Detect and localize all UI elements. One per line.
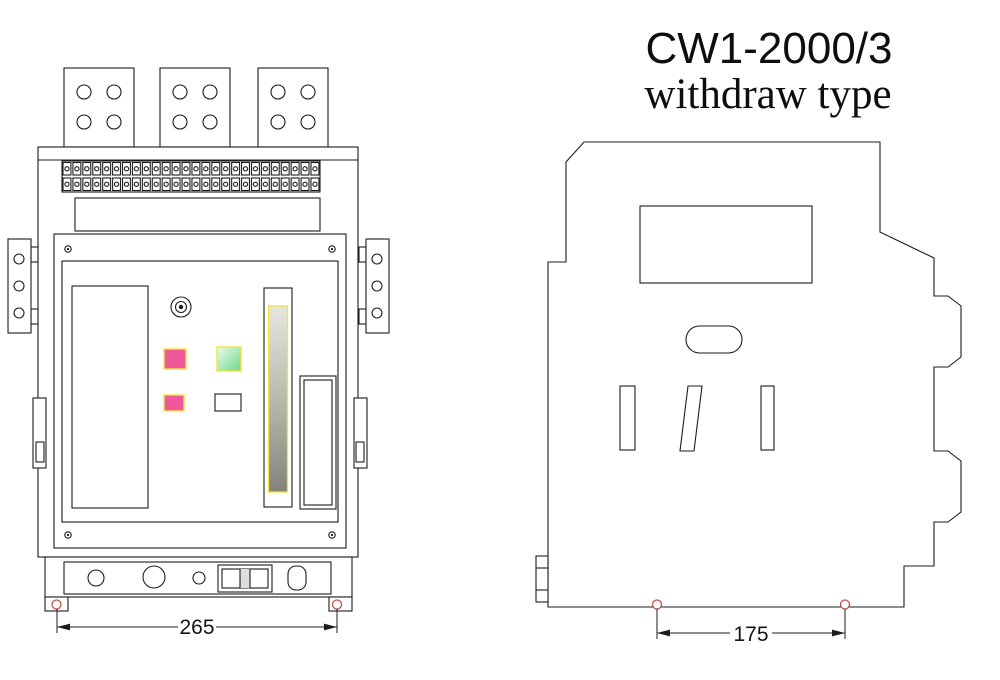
handle-slot: [685, 325, 743, 354]
screw: [328, 531, 336, 539]
cradle-hole: [87, 569, 105, 587]
terminal-block: [63, 67, 135, 148]
bracket-hole: [13, 253, 25, 265]
right-rail-notch: [355, 441, 365, 463]
side-width-label: 175: [733, 623, 768, 646]
knob-center: [178, 304, 184, 310]
dimension-point: [51, 599, 62, 610]
screw: [64, 531, 72, 539]
dimension-point: [331, 599, 343, 610]
main-terminals: [63, 67, 329, 148]
type-subtitle: withdraw type: [644, 71, 891, 118]
bracket-hole: [371, 307, 383, 319]
secondary-terminal-strip-border: [61, 160, 321, 193]
title-block: CW1-2000/3 withdraw type: [644, 24, 892, 118]
terminal-block: [257, 67, 329, 148]
terminal-hole: [300, 84, 316, 100]
cradle-outline: [44, 556, 353, 598]
dimension-265: 265: [56, 609, 338, 639]
side-outline: [547, 141, 962, 608]
handle-frame: [299, 375, 337, 510]
terminal-block: [159, 67, 231, 148]
handle-inner: [303, 379, 333, 506]
left-latch: [535, 555, 549, 603]
arrowhead-right: [324, 623, 337, 631]
bracket-hole: [371, 280, 383, 292]
pink-button-small: [163, 394, 185, 412]
left-rail-notch: [35, 441, 45, 463]
terminal-hole: [106, 114, 122, 130]
bracket-hole: [13, 307, 25, 319]
cradle: [44, 556, 353, 612]
front-width-label: 265: [179, 616, 214, 639]
corner-screws: [64, 245, 336, 539]
secondary-terminal-strip: [62, 161, 320, 192]
terminal-hole: [202, 84, 218, 100]
terminal-hole: [172, 114, 188, 130]
latch-body: [535, 555, 549, 603]
knob-inner: [174, 300, 188, 314]
terminal-hole: [300, 114, 316, 130]
bracket-hole: [13, 280, 25, 292]
pink-button: [163, 348, 187, 370]
screw: [64, 245, 72, 253]
side-view: 175: [535, 141, 962, 646]
terminal-hole: [202, 114, 218, 130]
arrowhead-left: [57, 623, 70, 631]
indicator-buttons: [163, 346, 242, 412]
screw-dot: [330, 533, 334, 537]
bracket-tab: [30, 308, 39, 325]
dimension-175: 175: [656, 609, 846, 646]
arc-chute-vent: [639, 205, 813, 284]
cradle-hole-small: [192, 571, 206, 585]
terminal-hole: [270, 84, 286, 100]
racking-socket: [217, 564, 273, 593]
terminal-hole: [172, 84, 188, 100]
bracket-tab: [358, 246, 367, 263]
arrowhead-right: [832, 629, 845, 637]
vent-slots: [619, 385, 775, 452]
bracket-hole: [371, 253, 383, 265]
vent-slot: [760, 385, 775, 451]
socket-band: [240, 569, 250, 588]
knob-outer: [170, 296, 192, 318]
front-view: 265: [7, 67, 390, 639]
model-title: CW1-2000/3: [645, 24, 892, 73]
dimension-point: [651, 599, 663, 610]
nameplate-bar: [267, 305, 289, 493]
terminal-hole: [106, 84, 122, 100]
left-bracket: [7, 238, 32, 334]
nameplate-column: [263, 287, 293, 508]
cradle-inner: [63, 561, 332, 595]
handle-column: [299, 375, 337, 510]
screw-dot: [66, 247, 70, 251]
screw: [328, 245, 336, 253]
charging-knob: [170, 296, 192, 318]
green-button: [216, 346, 242, 372]
side-brackets: [7, 238, 390, 469]
white-button: [214, 393, 242, 412]
cradle-hole-large: [142, 565, 166, 589]
face-panel: [53, 233, 347, 549]
screw-dot: [66, 533, 70, 537]
terminal-hole: [76, 114, 92, 130]
bracket-tab: [358, 308, 367, 325]
vent-slot-slanted: [679, 385, 703, 452]
rating-plate-window: [71, 285, 149, 509]
bracket-tab: [30, 246, 39, 263]
terminal-hole: [270, 114, 286, 130]
arrowhead-left: [657, 629, 670, 637]
cradle-oval-slot: [287, 565, 307, 591]
face-inner-frame: [61, 260, 339, 523]
upper-band: [74, 197, 321, 232]
vent-slot: [619, 385, 636, 451]
terminal-hole: [76, 84, 92, 100]
dimension-point: [839, 599, 851, 610]
right-bracket: [365, 238, 390, 334]
screw-dot: [330, 247, 334, 251]
